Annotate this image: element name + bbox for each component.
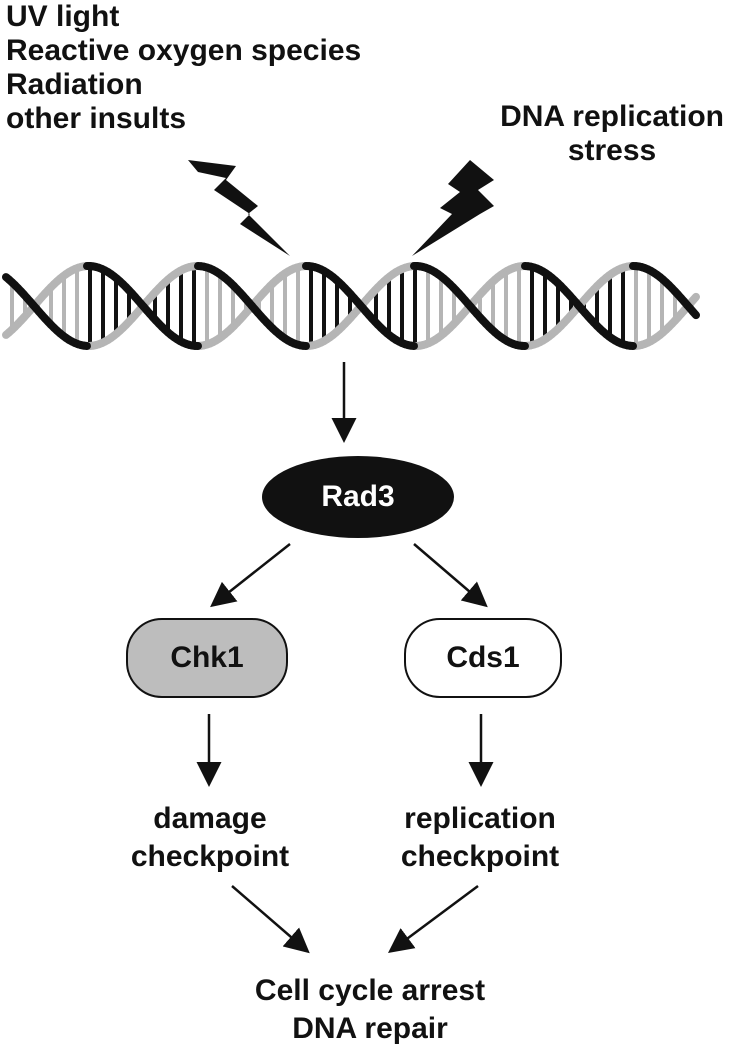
replication-stress-line-2: stress <box>567 134 657 167</box>
insult-other: other insults <box>6 102 187 135</box>
damage-line-1: damage <box>153 802 267 835</box>
dna-strand-segment <box>689 307 700 320</box>
lightning-bolt-icon <box>188 160 290 256</box>
cds1-label: Cds1 <box>446 641 520 674</box>
outcome-line-1: Cell cycle arrest <box>254 974 486 1007</box>
dna-double-helix <box>2 262 700 350</box>
chk1-node: Chk1 <box>126 618 288 698</box>
insult-radiation: Radiation <box>6 68 143 101</box>
replication-stress-label: DNA replication stress <box>500 100 724 168</box>
lightning-bolt-icon <box>412 160 494 256</box>
outcome-label: Cell cycle arrest DNA repair <box>140 972 600 1048</box>
replication-checkpoint-label: replication checkpoint <box>370 800 590 876</box>
damage-line-2: checkpoint <box>130 840 290 873</box>
replication-stress-line-1: DNA replication <box>500 100 724 133</box>
insult-ros: Reactive oxygen species <box>6 34 362 67</box>
replication-line-1: replication <box>404 802 556 835</box>
dna-strand-segment <box>689 292 700 305</box>
replication-line-2: checkpoint <box>400 840 560 873</box>
arrow-rad3-to-cds1 <box>413 543 488 608</box>
insult-list: UV light Reactive oxygen species Radiati… <box>6 0 361 136</box>
arrow-rad3-to-chk1 <box>210 543 291 608</box>
arrow-replication-to-outcome <box>387 884 479 953</box>
chk1-label: Chk1 <box>170 641 244 674</box>
rad3-node: Rad3 <box>262 456 454 538</box>
insult-uv: UV light <box>6 0 120 33</box>
outcome-line-2: DNA repair <box>292 1012 448 1045</box>
arrow-damage-to-outcome <box>231 885 310 954</box>
damage-checkpoint-label: damage checkpoint <box>100 800 320 876</box>
rad3-label: Rad3 <box>321 480 395 513</box>
cds1-node: Cds1 <box>404 618 562 698</box>
